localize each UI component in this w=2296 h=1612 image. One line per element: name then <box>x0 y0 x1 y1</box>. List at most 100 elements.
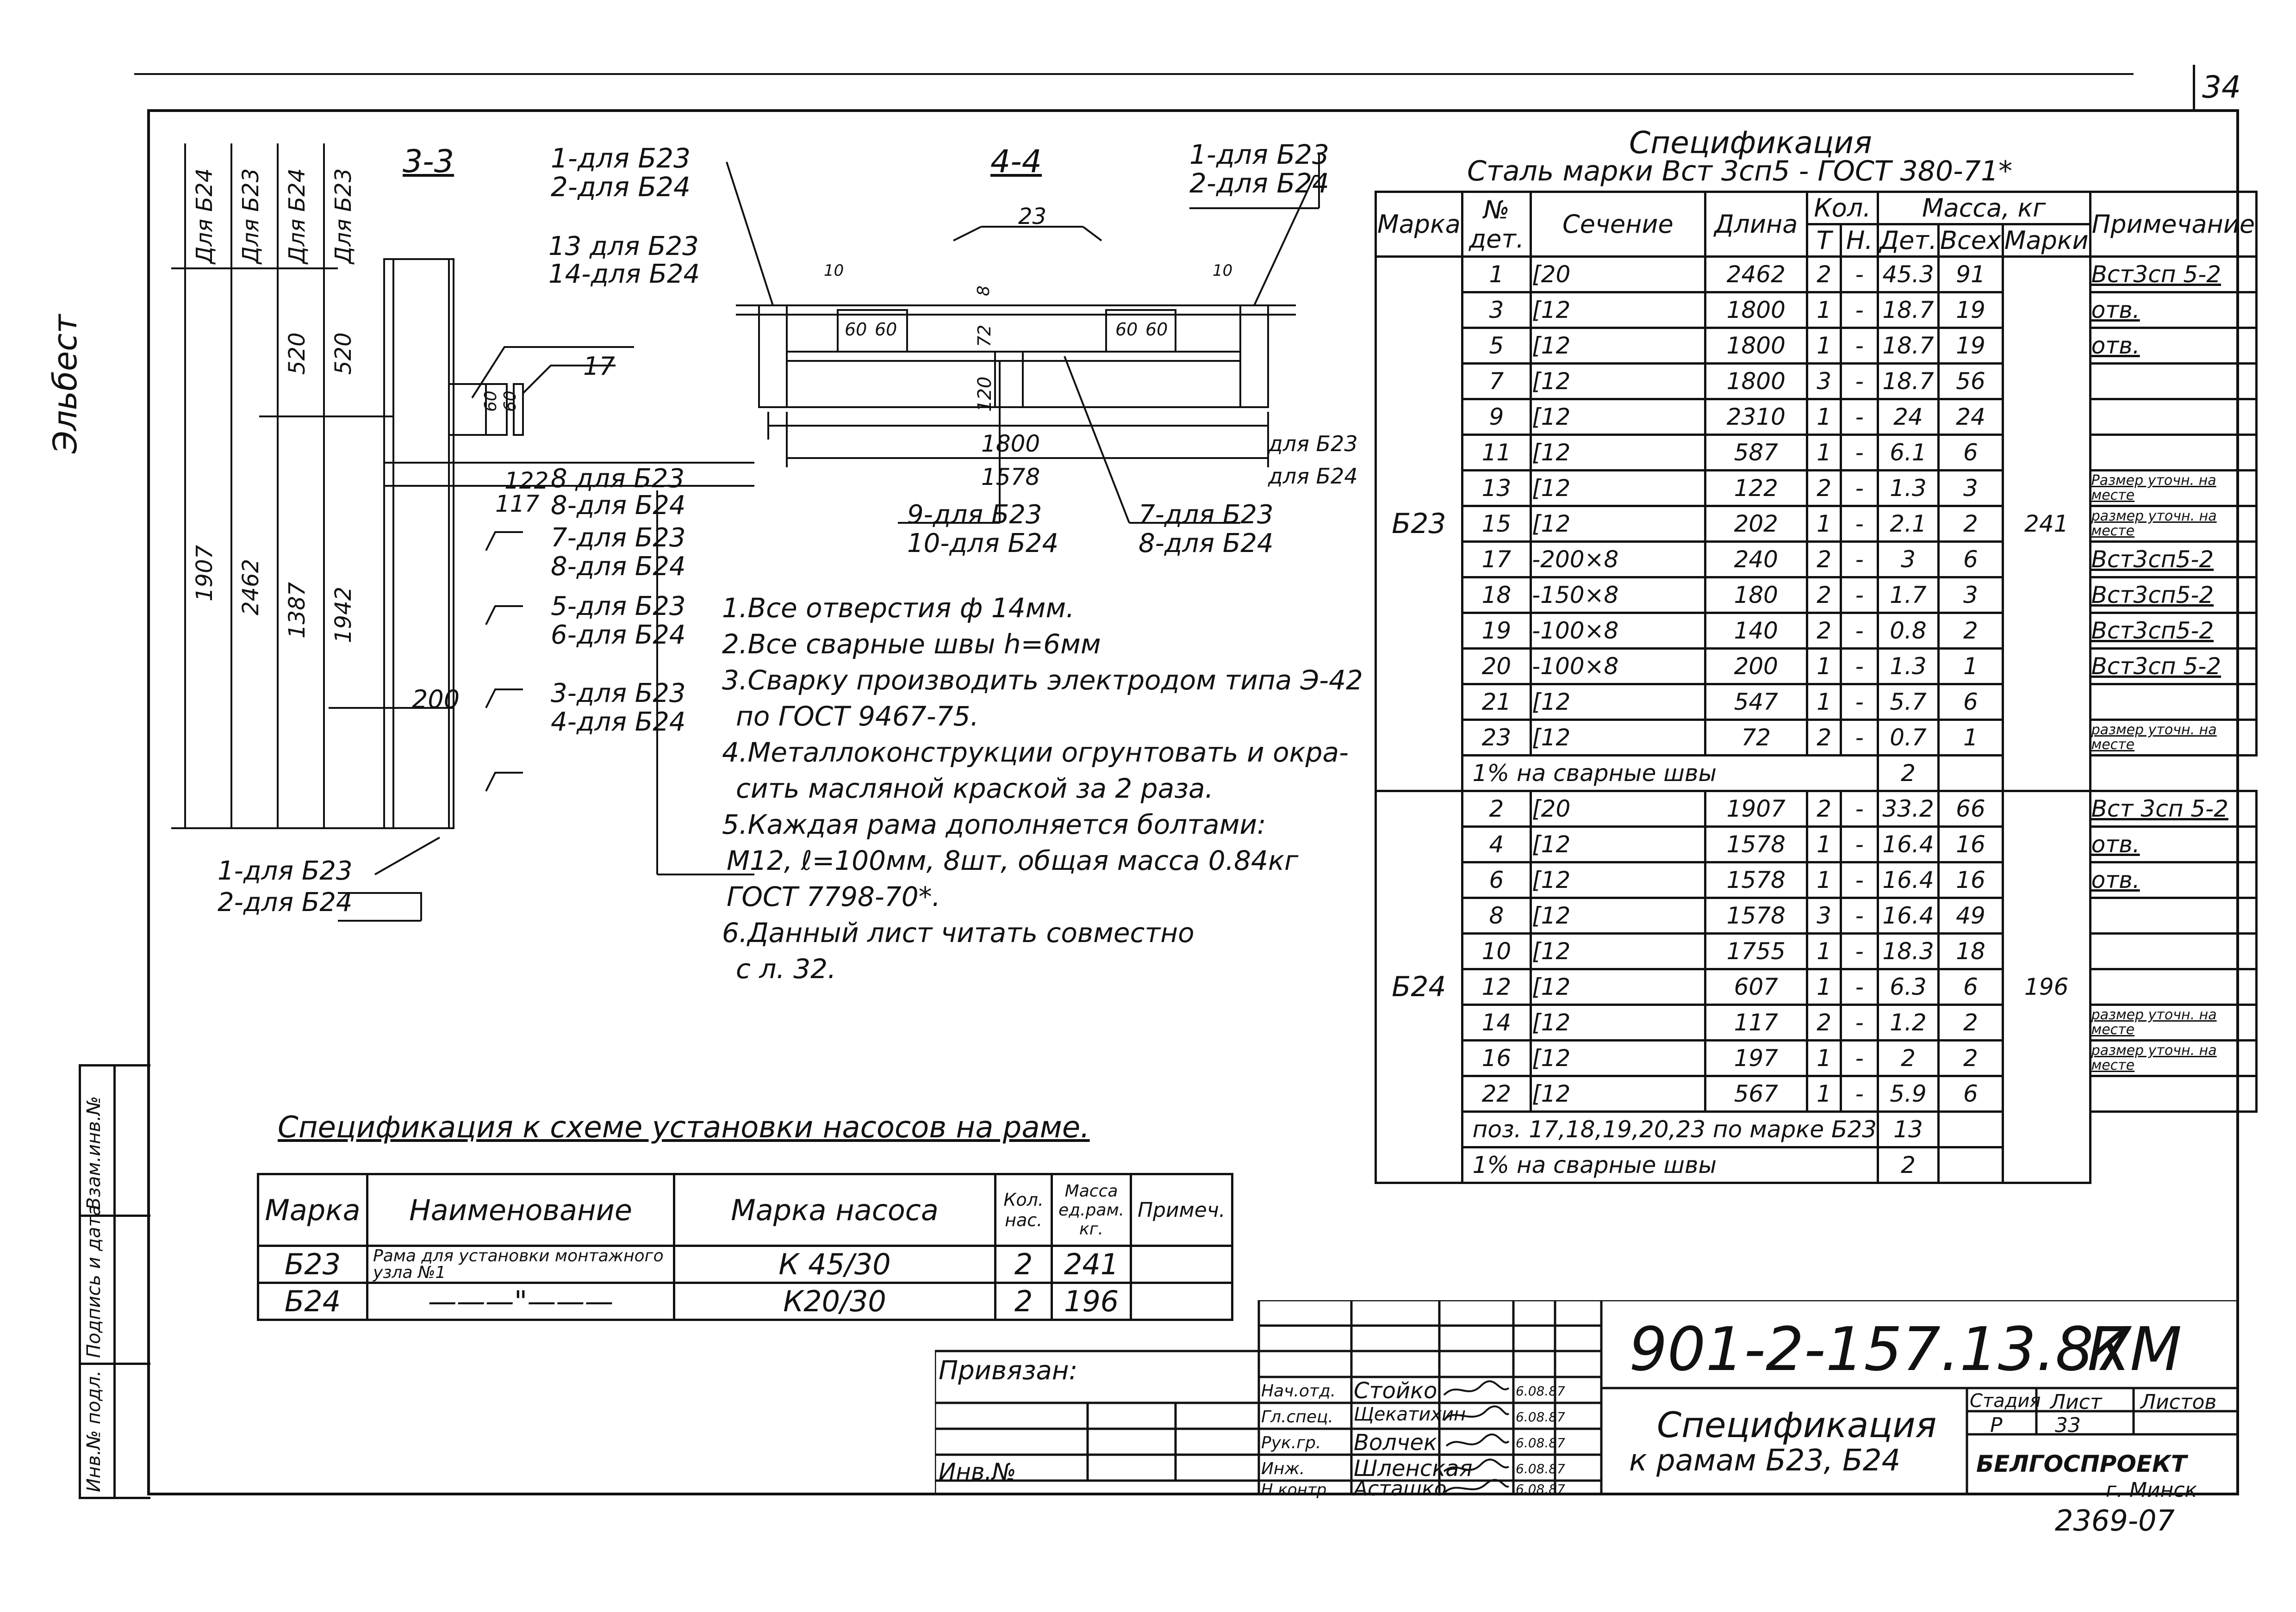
part-label: 14-для Б24 <box>548 259 700 289</box>
table-cell: 18.3 <box>1876 932 1940 970</box>
spec-table: Марка № дет. Сечение Длина Кол. Масса, к… <box>1375 191 2258 1184</box>
table-cell: 240 <box>1704 540 1808 578</box>
table-cell: 11 <box>1461 434 1532 471</box>
table-cell: 197 <box>1704 1039 1808 1077</box>
doc-code: 901-2-157.13.87 <box>1629 1314 2132 1384</box>
table-cell: 1800 <box>1704 327 1808 365</box>
table-cell: 1 <box>1805 1039 1842 1077</box>
table-cell: 17 <box>1461 540 1532 578</box>
note-cell: отв. <box>2089 327 2258 365</box>
table-cell: - <box>1840 255 1879 293</box>
table-cell: 12 <box>1461 968 1532 1006</box>
table-cell: - <box>1840 612 1879 650</box>
table-cell: [20 <box>1530 790 1706 828</box>
table-cell: 3 <box>1937 469 2004 507</box>
table-cell: 6 <box>1937 540 2004 578</box>
table-cell: [12 <box>1530 683 1706 721</box>
spec-subtitle: Сталь марки Вст 3сп5 - ГОСТ 380-71* <box>1467 155 2013 187</box>
table-cell: 6 <box>1461 861 1532 899</box>
pump-col: Марка насоса <box>673 1173 996 1247</box>
table-cell: 1800 <box>1704 362 1808 400</box>
col-length: Длина <box>1704 191 1808 258</box>
table-cell: 18.7 <box>1876 291 1940 329</box>
note-cell <box>2089 1075 2258 1113</box>
table-cell: [12 <box>1530 825 1706 863</box>
table-cell: -150×8 <box>1530 576 1706 614</box>
table-cell: 202 <box>1704 505 1808 543</box>
dim-60: 60 <box>501 391 520 412</box>
margin-label: Подпись и дата <box>83 1204 105 1358</box>
table-cell: - <box>1840 398 1879 436</box>
summary-label: поз. 17,18,19,20,23 по марке Б23 <box>1461 1110 1879 1148</box>
note-cell <box>2089 362 2258 400</box>
table-cell: 3 <box>1876 540 1940 578</box>
table-cell: 9 <box>1461 398 1532 436</box>
table-cell: 23 <box>1461 719 1532 756</box>
pump-col: Наименование <box>366 1173 676 1247</box>
part-label: 7-для Б23 <box>551 523 686 553</box>
table-cell: 1.2 <box>1876 1004 1940 1042</box>
note-line: 2.Все сварные швы h=6мм <box>722 628 1101 660</box>
name: Волчек <box>1354 1430 1437 1456</box>
privyazan-label: Привязан: <box>939 1356 1078 1386</box>
table-cell: 3 <box>1461 291 1532 329</box>
table-cell: 18.7 <box>1876 327 1940 365</box>
table-cell: [12 <box>1530 505 1706 543</box>
table-cell: - <box>1840 327 1879 365</box>
stage-value: Р <box>1990 1414 2003 1437</box>
table-cell: [12 <box>1530 932 1706 970</box>
table-cell: 1.7 <box>1876 576 1940 614</box>
summary-value: 2 <box>1876 1146 1940 1184</box>
col-mark: Марка <box>1375 191 1463 258</box>
table-cell: - <box>1840 790 1879 828</box>
table-cell: 1578 <box>1704 825 1808 863</box>
table-cell: 1 <box>1805 291 1842 329</box>
table-cell: 2310 <box>1704 398 1808 436</box>
pump-cell: Рама для установки монтажного узла №1 <box>366 1245 676 1284</box>
name: Шленская <box>1354 1456 1473 1482</box>
table-cell: [20 <box>1530 255 1706 293</box>
col-note: Примечание <box>2089 191 2258 258</box>
table-cell: 6 <box>1937 968 2004 1006</box>
table-cell: 24 <box>1876 398 1940 436</box>
table-cell: 3 <box>1937 576 2004 614</box>
name: Щекатихин <box>1354 1404 1466 1425</box>
col-mass-mark: Марки <box>2001 223 2091 258</box>
org-name: БЕЛГОСПРОЕКТ <box>1976 1451 2187 1477</box>
table-cell: - <box>1840 291 1879 329</box>
col-mass-det: Дет. <box>1876 223 1940 258</box>
table-cell: 2 <box>1805 1004 1842 1042</box>
table-cell: -100×8 <box>1530 647 1706 685</box>
pump-cell <box>1129 1245 1234 1284</box>
part-label: 13 для Б23 <box>548 231 699 261</box>
col-qty-n: Н. <box>1840 223 1879 258</box>
table-cell: - <box>1840 683 1879 721</box>
pump-cell: 241 <box>1051 1245 1132 1284</box>
date: 6.08.87 <box>1516 1383 1565 1399</box>
dim-200: 200 <box>412 685 460 714</box>
table-cell: 1 <box>1461 255 1532 293</box>
table-cell: 19 <box>1937 291 2004 329</box>
dim-1578: 1578 <box>981 464 1040 490</box>
table-cell: 1 <box>1805 434 1842 471</box>
table-cell: 547 <box>1704 683 1808 721</box>
table-cell: 1800 <box>1704 291 1808 329</box>
table-cell: 5.7 <box>1876 683 1940 721</box>
table-cell: 1 <box>1805 505 1842 543</box>
table-cell: [12 <box>1530 362 1706 400</box>
table-cell: 5 <box>1461 327 1532 365</box>
mark-mass-cell: 241 <box>2001 255 2091 792</box>
note-line: 1.Все отверстия ф 14мм. <box>722 592 1075 624</box>
note-cell <box>2089 398 2258 436</box>
dim-60: 60 <box>481 391 500 412</box>
dim-60: 60 <box>1115 319 1138 340</box>
